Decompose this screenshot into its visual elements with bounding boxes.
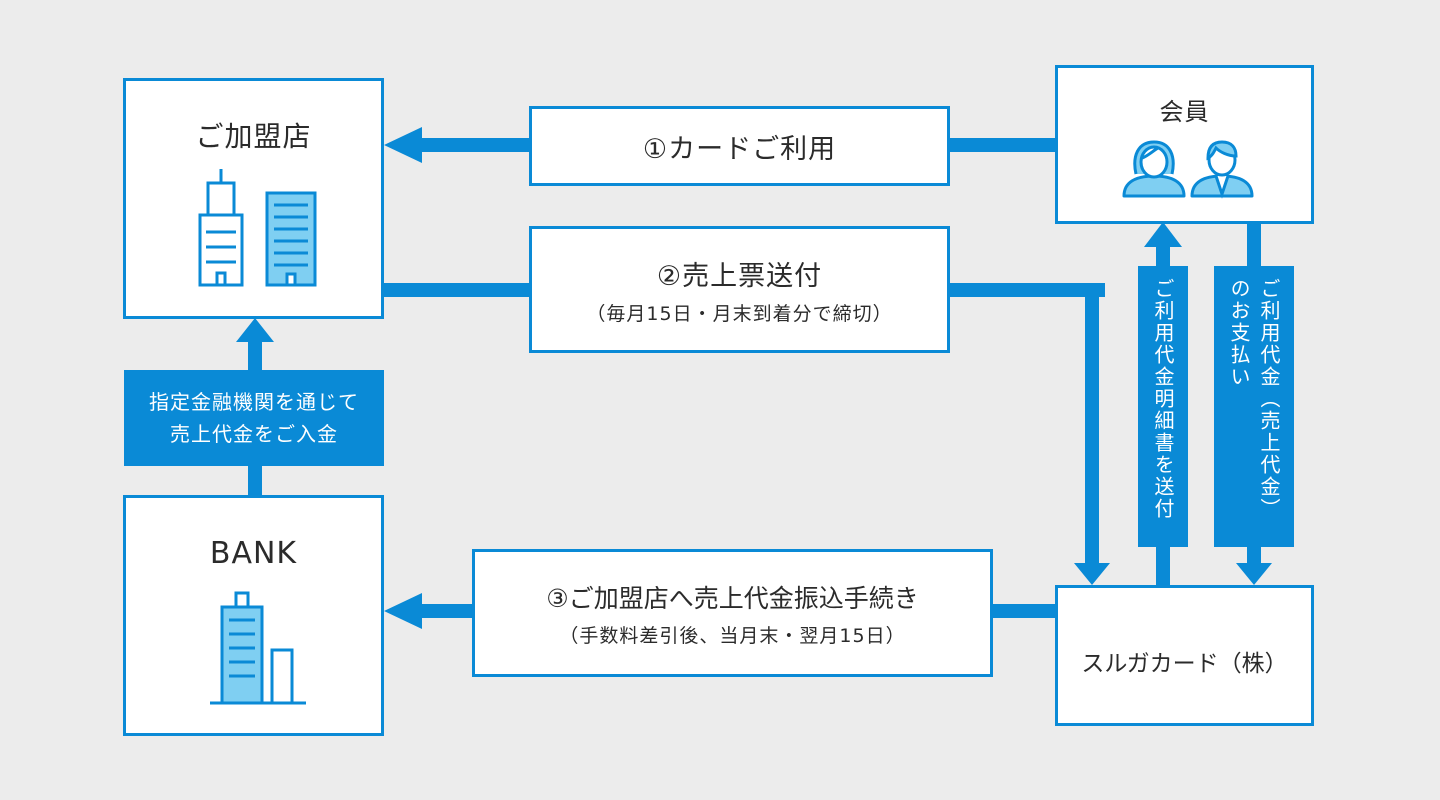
deposit-line1: 指定金融機関を通じて bbox=[149, 390, 359, 414]
statement-label-box: ご利用代金明細書を送付 bbox=[1138, 266, 1188, 547]
arrowhead-down-to-suruga bbox=[1236, 563, 1272, 585]
arrowhead-up-to-member bbox=[1144, 222, 1182, 247]
bank-node: BANK bbox=[123, 495, 384, 736]
arrowhead-to-merchant bbox=[384, 127, 422, 163]
payment-label-box: ご利用代金（売上代金） のお支払い bbox=[1214, 266, 1294, 547]
flow-step3: ③ご加盟店へ売上代金振込手続き （手数料差引後、当月末・翌月15日） bbox=[472, 549, 993, 677]
suruga-card-label: スルガカード（株） bbox=[1081, 651, 1288, 677]
step1-label: ①カードご利用 bbox=[642, 133, 837, 165]
bank-label: BANK bbox=[209, 536, 298, 571]
man-icon bbox=[1190, 140, 1254, 199]
statement-label: ご利用代金明細書を送付 bbox=[1151, 278, 1175, 520]
payment-line1: ご利用代金（売上代金） bbox=[1257, 278, 1281, 520]
woman-icon bbox=[1122, 140, 1186, 198]
deposit-label-box: 指定金融機関を通じて 売上代金をご入金 bbox=[124, 370, 384, 466]
arrowhead-to-bank bbox=[384, 593, 422, 629]
building-icon bbox=[210, 591, 306, 705]
arrowhead-up-to-merchant bbox=[236, 318, 274, 342]
member-label: 会員 bbox=[1159, 98, 1210, 126]
step2-label: ②売上票送付 bbox=[656, 260, 823, 292]
deposit-line2: 売上代金をご入金 bbox=[170, 422, 338, 446]
flow-step1: ①カードご利用 bbox=[529, 106, 950, 186]
step2-note: （毎月15日・月末到着分で締切） bbox=[586, 302, 893, 325]
merchant-label: ご加盟店 bbox=[195, 120, 312, 153]
connector-step2-vertical bbox=[1085, 283, 1099, 565]
step3-label: ③ご加盟店へ売上代金振込手続き bbox=[546, 583, 919, 613]
building-icon bbox=[198, 169, 317, 287]
arrowhead-to-suruga bbox=[1074, 563, 1110, 585]
flow-step2: ②売上票送付 （毎月15日・月末到着分で締切） bbox=[529, 226, 950, 353]
merchant-node: ご加盟店 bbox=[123, 78, 384, 319]
payment-line2: のお支払い bbox=[1227, 278, 1251, 388]
step3-note: （手数料差引後、当月末・翌月15日） bbox=[559, 624, 906, 647]
suruga-card-node: スルガカード（株） bbox=[1055, 585, 1314, 726]
member-node: 会員 bbox=[1055, 65, 1314, 224]
